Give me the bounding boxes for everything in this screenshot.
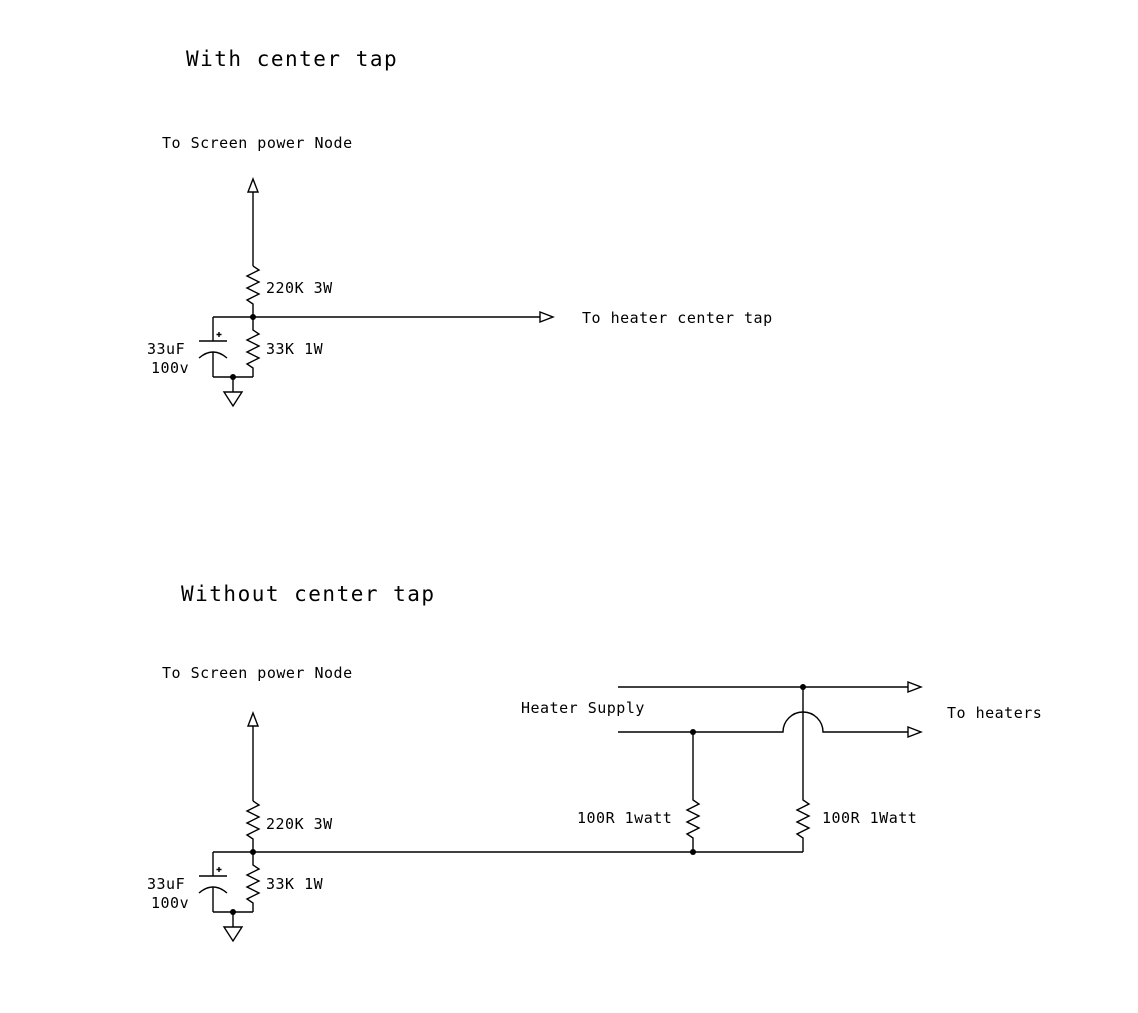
top-center-tap-label: To heater center tap [582,309,773,327]
top-circuit: With center tap To Screen power Node 220… [147,47,773,408]
top-center-tap-arrow-icon [539,310,555,324]
bottom-cap-polarity-icon [216,867,222,872]
heater-line-lower [618,711,908,733]
heater-r-left-resistor [685,732,701,852]
bottom-r-lower-label: 33K 1W [266,875,324,893]
bottom-r-upper-label: 220K 3W [266,815,333,833]
top-cap-voltage-label: 100v [151,359,189,377]
bottom-ground-icon [222,926,244,943]
top-screen-node-label: To Screen power Node [162,134,353,152]
top-screen-node-arrow-icon [246,177,260,193]
top-r-lower-label: 33K 1W [266,340,324,358]
top-cap-polarity-icon [216,332,222,337]
bottom-r-lower-resistor [245,852,261,912]
heater-r-right-label: 100R 1Watt [822,809,917,827]
bottom-screen-node-label: To Screen power Node [162,664,353,682]
heater-supply-label: Heater Supply [521,699,645,717]
bottom-r-upper-resistor [245,800,261,852]
heaters-label: To heaters [947,704,1042,722]
bottom-cap-voltage-label: 100v [151,894,189,912]
heater-r-left-label: 100R 1watt [577,809,672,827]
top-r-upper-resistor [245,265,261,317]
bottom-cap-value-label: 33uF [147,875,185,893]
top-r-upper-label: 220K 3W [266,279,333,297]
bottom-circuit: Without center tap To Screen power Node … [147,582,1042,943]
top-title: With center tap [186,47,398,71]
heater-r-right-resistor [795,687,811,852]
top-r-lower-resistor [245,317,261,377]
top-cap-value-label: 33uF [147,340,185,358]
top-ground-icon [222,391,244,408]
heater-upper-arrow-icon [907,680,923,694]
bottom-title: Without center tap [181,582,436,606]
bottom-screen-node-arrow-icon [246,711,260,727]
heater-lower-arrow-icon [907,725,923,739]
